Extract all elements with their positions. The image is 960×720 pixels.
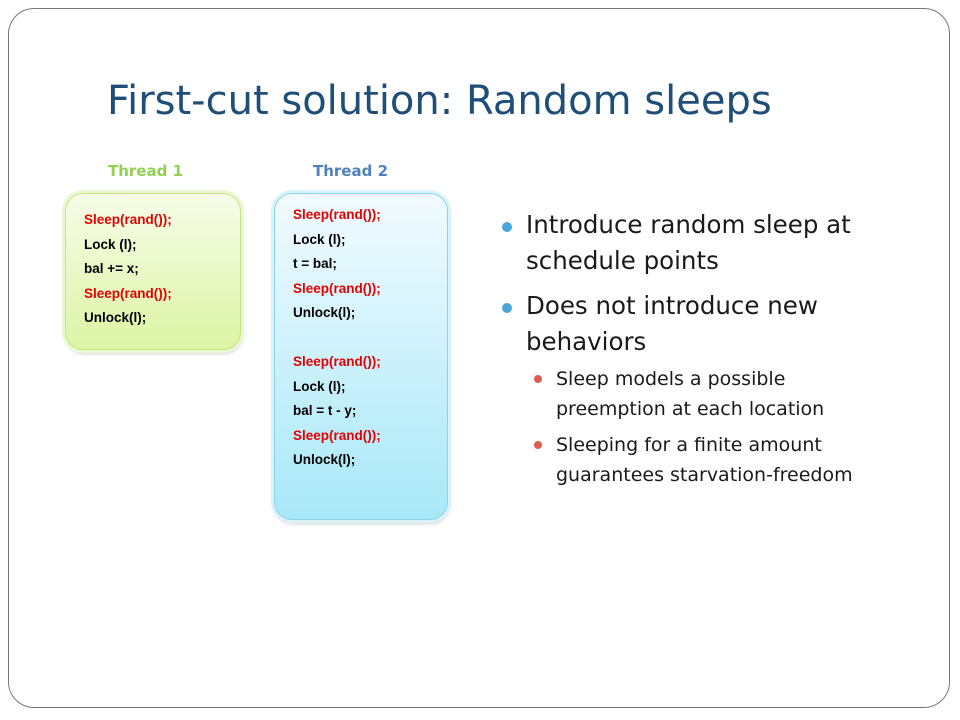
thread-1-code-box: Sleep(rand()); Lock (l); bal += x; Sleep… (65, 193, 241, 350)
sub-bullet-list: Sleep models a possible preemption at ea… (526, 364, 922, 490)
thread-2-label: Thread 2 (313, 162, 388, 180)
sub-bullet-text-line: preemption at each location (556, 398, 825, 420)
sub-bullet-dot-icon (534, 375, 542, 383)
code-line: Sleep(rand()); (293, 280, 381, 296)
sub-bullet-text-line: guarantees starvation-freedom (556, 464, 853, 486)
code-line: Lock (l); (84, 236, 137, 252)
bullet-text-line: Introduce random sleep at (526, 210, 851, 239)
slide-title: First-cut solution: Random sleeps (107, 78, 772, 124)
code-line: t = bal; (293, 256, 337, 271)
code-line: Unlock(l); (293, 305, 356, 320)
bullet-item: Does not introduce new behaviors Sleep m… (502, 288, 922, 490)
code-line: Unlock(l); (84, 310, 147, 325)
code-line-blank (293, 326, 447, 351)
slide-frame (8, 8, 950, 708)
code-line: Sleep(rand()); (293, 354, 381, 369)
sub-bullet-dot-icon (534, 441, 542, 449)
bullet-text-line: behaviors (526, 327, 647, 356)
code-line: Sleep(rand()); (84, 212, 172, 227)
sub-bullet-item: Sleeping for a finite amount guarantees … (526, 430, 922, 490)
bullet-item: Introduce random sleep at schedule point… (502, 207, 922, 279)
sub-bullet-text-line: Sleeping for a finite amount (556, 434, 822, 456)
thread-2-code-box: Sleep(rand()); Lock (l); t = bal; Sleep(… (274, 193, 448, 520)
bullet-list: Introduce random sleep at schedule point… (502, 207, 922, 499)
code-line: Lock (l); (293, 378, 346, 394)
code-line: bal += x; (84, 261, 139, 276)
code-line: bal = t - y; (293, 403, 357, 418)
bullet-dot-icon (502, 222, 512, 232)
bullet-dot-icon (502, 303, 512, 313)
code-line: Sleep(rand()); (84, 285, 172, 301)
sub-bullet-item: Sleep models a possible preemption at ea… (526, 364, 922, 424)
code-line: Sleep(rand()); (293, 427, 381, 443)
code-line: Lock (l); (293, 231, 346, 247)
bullet-text-line: Does not introduce new (526, 291, 818, 320)
bullet-text-line: schedule points (526, 246, 719, 275)
code-line: Sleep(rand()); (293, 207, 381, 222)
sub-bullet-text-line: Sleep models a possible (556, 368, 786, 390)
thread-1-label: Thread 1 (108, 162, 183, 180)
code-line: Unlock(l); (293, 452, 356, 467)
